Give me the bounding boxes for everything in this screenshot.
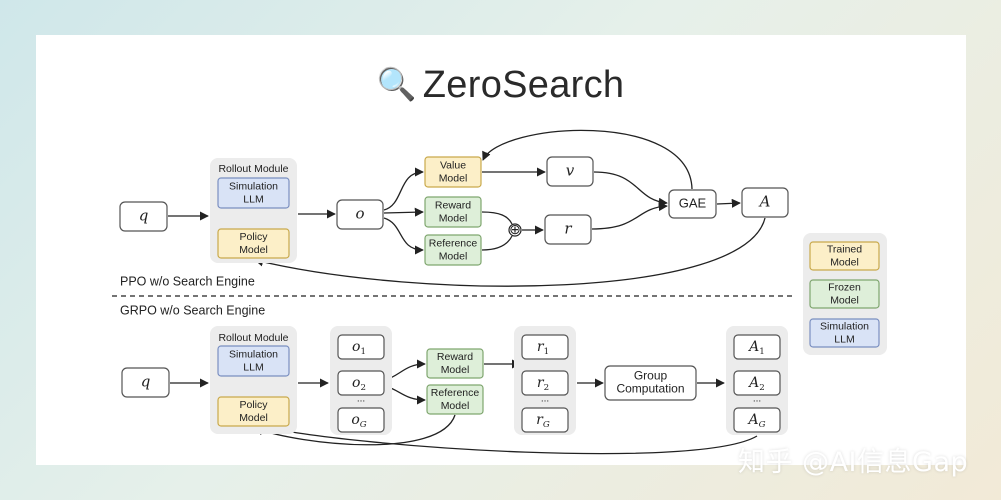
ppo-reward-model-label-line2: Model [439,212,468,224]
grpo-advantage-box-1 [733,334,781,360]
legend-frozen-swatch [809,279,880,309]
ppo-r-to-gae [591,201,668,230]
grpo-group-computation [604,365,697,401]
ppo-reference-model-label-line1: Reference [429,237,478,249]
ppo-value-model [424,156,482,188]
ppo-reference-model [424,234,482,266]
legend-simulation-swatch [809,318,880,348]
ppo-reference-model-label-line2: Model [439,250,468,262]
legend-frozen-label-line2: Model [830,294,859,306]
ppo-r-box [544,214,592,245]
ppo-r-label: r [564,220,572,238]
grpo-policy-model-label-line2: Model [239,412,268,424]
grpo-reference-model-label-line1: Reference [431,387,480,399]
watermark: 知乎 @AI信息Gap [738,447,969,478]
ppo-reference-to-combine [481,235,513,251]
grpo-output-box-2 [337,370,385,396]
grpo-rollout-title: Rollout Module [218,332,288,344]
grpo-reward-label-1: r1 [537,339,549,357]
legend-trained-label-line2: Model [830,256,859,268]
grpo-simulation-llm [217,345,290,377]
ppo-output-box [336,199,384,230]
ppo-gae-to-advantage [716,198,741,208]
grpo-advantage-label-3: AG [746,412,765,430]
legend-simulation-label-line2: LLM [834,333,854,345]
ppo-combine-node [508,223,522,237]
legend-trained-swatch [809,241,880,271]
ppo-o-to-reward [383,207,424,217]
ppo-simulation-llm-label-line1: Simulation [229,180,278,192]
grpo-advantage-box-2 [733,370,781,396]
ppo-simulation-llm [217,177,290,209]
magnifying-glass-icon: 🔍 [376,66,417,102]
ppo-o-to-value [383,167,424,211]
grpo-advantages-to-policy [264,424,758,455]
ppo-combine-symbol: ⊕ [509,221,521,237]
ppo-o-to-reference [383,217,424,255]
grpo-group-computation-label-line2: Computation [616,382,684,396]
grpo-output-box-1 [337,334,385,360]
ppo-policy-model [217,228,290,259]
ppo-value-model-label-line1: Value [440,159,466,171]
ppo-rollout-title: Rollout Module [218,163,288,175]
ppo-v-to-gae [593,171,668,207]
grpo-query-label: q [141,373,151,391]
grpo-outputs-ellipsis: ... [357,394,365,405]
grpo-output-label-3: oG [351,412,366,430]
title-text: ZeroSearch [422,64,625,106]
ppo-advantage-label: A [758,193,771,211]
grpo-output-label-2: o2 [352,375,366,393]
grpo-advantages-ellipsis: ... [753,394,761,405]
grpo-reward-model [426,348,484,379]
grpo-reference-model [426,384,484,415]
grpo-advantage-box-3 [733,407,781,433]
grpo-reward-box-3 [521,407,569,433]
ppo-section-label: PPO w/o Search Engine [120,274,255,288]
grpo-section-label: GRPO w/o Search Engine [120,303,265,317]
grpo-reward-label-3: rG [536,412,550,430]
grpo-simulation-llm-label-line2: LLM [243,361,263,373]
ppo-gae-label: GAE [679,195,707,210]
grpo-reward-label-2: r2 [537,375,549,393]
ppo-query-box [119,201,168,232]
grpo-policy-model [217,396,290,427]
ppo-gae-box [668,189,717,219]
ppo-advantage-box [741,187,789,218]
legend-simulation-label-line1: Simulation [820,320,869,332]
legend-frozen-label-line1: Frozen [828,281,861,293]
grpo-policy-model-label-line1: Policy [239,399,268,411]
ppo-output-label: o [355,205,364,223]
ppo-query-label: q [139,207,149,225]
ppo-reward-to-combine [481,211,513,225]
grpo-output-box-3 [337,407,385,433]
grpo-reward-model-label-line2: Model [441,364,470,376]
grpo-advantage-label-2: A2 [747,375,765,393]
ppo-policy-model-label-line1: Policy [239,231,268,243]
grpo-rewards-ellipsis: ... [541,394,549,405]
grpo-reward-model-label-line1: Reward [437,351,473,363]
ppo-advantage-to-policy [254,217,766,287]
ppo-policy-model-label-line2: Model [239,244,268,256]
grpo-group-computation-label-line1: Group [634,369,668,383]
ppo-v-box [546,156,594,187]
grpo-advantage-label-1: A1 [747,339,765,357]
grpo-reference-to-policy [254,414,456,446]
ppo-value-model-label-line2: Model [439,172,468,184]
grpo-reward-box-2 [521,370,569,396]
connectors [112,129,795,455]
ppo-reward-model [424,196,482,228]
legend-trained-label-line1: Trained [827,243,862,255]
ppo-reward-model-label-line1: Reward [435,199,471,211]
grpo-reward-box-1 [521,334,569,360]
ppo-simulation-llm-label-line2: LLM [243,193,263,205]
grpo-simulation-llm-label-line1: Simulation [229,348,278,360]
ppo-v-label: v [566,162,575,180]
ppo-gae-to-value [482,129,693,190]
page-title: 🔍ZeroSearch [0,64,1001,107]
grpo-reference-model-label-line2: Model [441,400,470,412]
grpo-query-box [121,367,170,398]
grpo-output-label-1: o1 [352,339,366,357]
